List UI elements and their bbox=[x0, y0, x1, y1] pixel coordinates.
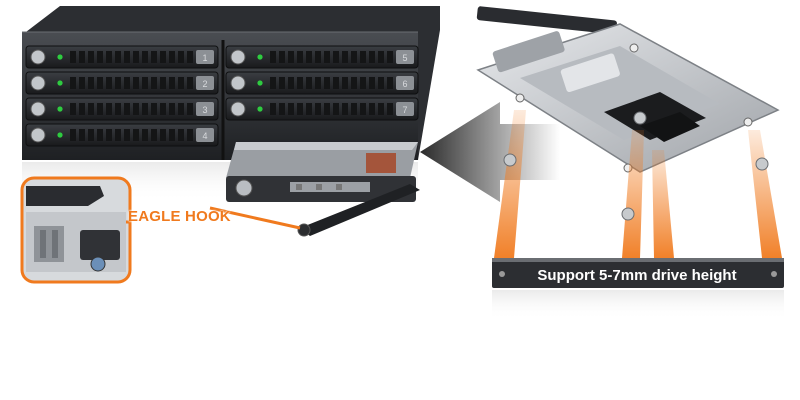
ejected-drive-tray bbox=[226, 142, 418, 202]
drive-bay: 6 bbox=[225, 71, 419, 95]
drive-bay: 5 bbox=[225, 45, 419, 69]
eagle-hook-latch bbox=[297, 184, 420, 237]
bay-column-right: 5 6 7 bbox=[225, 45, 419, 121]
tray-latch-knob bbox=[230, 75, 246, 91]
status-led bbox=[257, 106, 263, 112]
status-led bbox=[57, 54, 63, 60]
bay-number: 7 bbox=[402, 105, 407, 115]
drive-bay: 1 bbox=[25, 45, 219, 69]
tray-latch-knob bbox=[30, 49, 46, 65]
bay-number: 3 bbox=[202, 105, 207, 115]
screw-mount-beams bbox=[494, 110, 782, 258]
drive-bay: 2 bbox=[25, 71, 219, 95]
tray-latch-knob bbox=[230, 101, 246, 117]
drive-height-caption: Support 5-7mm drive height bbox=[537, 266, 737, 284]
ssd-drive bbox=[492, 258, 784, 320]
bay-column-left: 1 2 3 4 bbox=[25, 45, 219, 147]
magnifier-callout-icon bbox=[20, 176, 301, 284]
tray-latch-knob bbox=[30, 101, 46, 117]
status-led bbox=[57, 80, 63, 86]
drive-bay: 4 bbox=[25, 123, 219, 147]
status-led bbox=[57, 132, 63, 138]
drive-bay: 3 bbox=[25, 97, 219, 121]
status-led bbox=[57, 106, 63, 112]
exploded-drive-tray bbox=[476, 6, 780, 173]
bay-number: 1 bbox=[202, 53, 207, 63]
bay-number: 2 bbox=[202, 79, 207, 89]
arrow-left-icon bbox=[420, 102, 560, 202]
bay-number: 6 bbox=[402, 79, 407, 89]
status-led bbox=[257, 80, 263, 86]
tray-latch-knob bbox=[30, 75, 46, 91]
drive-bay: 7 bbox=[225, 97, 419, 121]
bay-number: 5 bbox=[402, 53, 407, 63]
status-led bbox=[257, 54, 263, 60]
eagle-hook-label: EAGLE HOOK bbox=[128, 208, 231, 225]
tray-latch-knob bbox=[230, 49, 246, 65]
bay-number: 4 bbox=[202, 131, 207, 141]
tray-latch-knob bbox=[30, 127, 46, 143]
